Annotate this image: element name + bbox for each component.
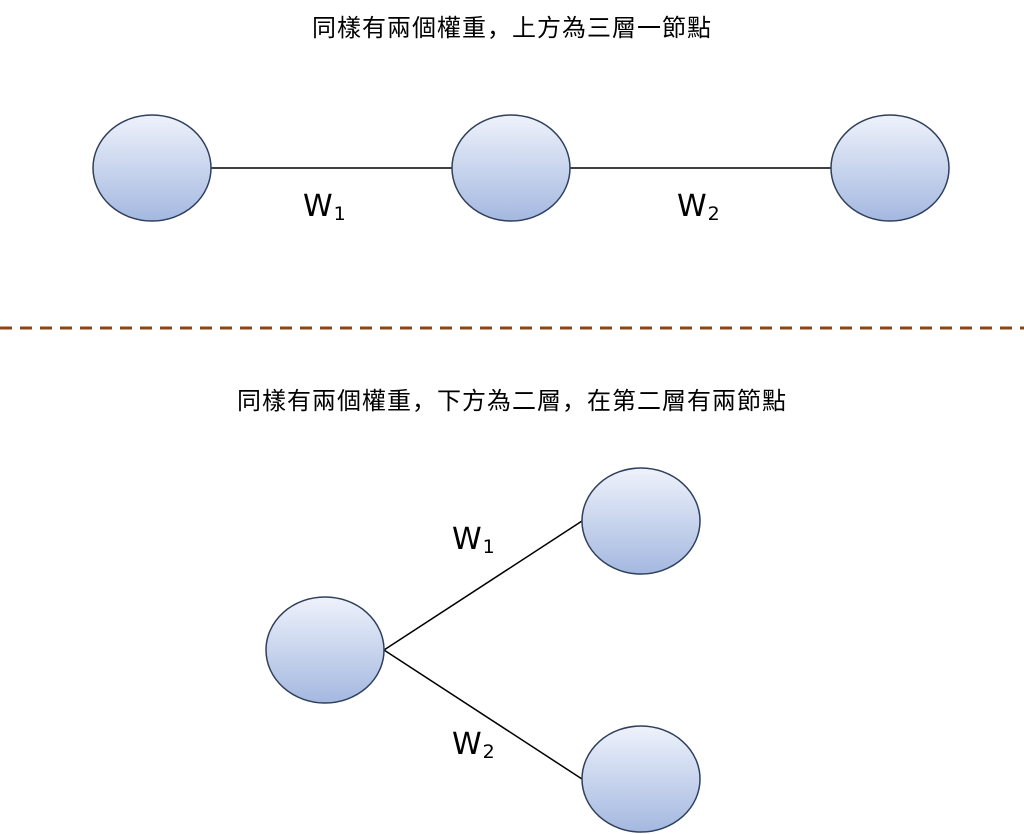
top-node-3 (830, 114, 950, 222)
bottom-weight-1-label: W1 (452, 522, 495, 558)
top-caption: 同樣有兩個權重，上方為三層一節點 (312, 14, 712, 42)
bottom-edge-1 (383, 520, 583, 651)
bottom-edge-2 (383, 649, 583, 780)
top-weight-1-label: W1 (303, 189, 346, 225)
bottom-node-lower (581, 725, 701, 833)
bottom-caption: 同樣有兩個權重，下方為二層，在第二層有兩節點 (237, 387, 787, 415)
top-weight-2-label: W2 (677, 189, 720, 225)
top-node-1 (92, 114, 212, 222)
bottom-node-input (265, 596, 385, 704)
bottom-weight-2-label: W2 (452, 727, 495, 763)
top-network: W1 W2 (92, 114, 950, 225)
top-node-2 (451, 114, 571, 222)
bottom-node-upper (581, 467, 701, 575)
bottom-network: W1 W2 (265, 467, 701, 833)
